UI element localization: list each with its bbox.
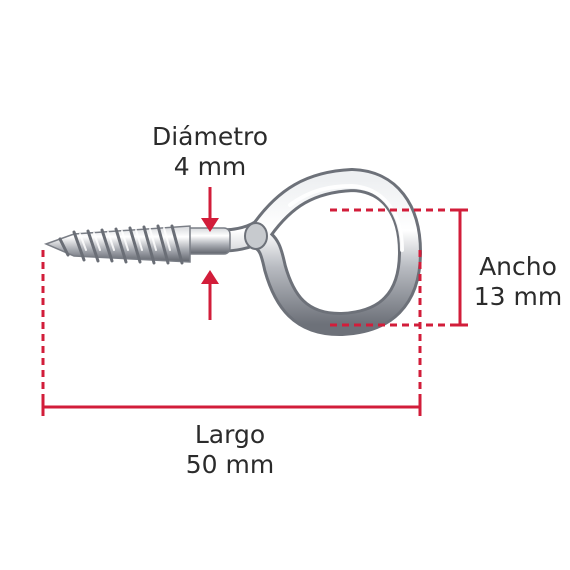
diameter-label-name: Diámetro [151, 122, 269, 151]
length-dimension [41, 250, 422, 416]
width-label: Ancho 13 mm [468, 252, 568, 312]
width-label-name: Ancho [479, 252, 557, 281]
thread [43, 224, 191, 265]
diameter-label-value: 4 mm [173, 152, 247, 181]
diameter-arrow-down [201, 218, 219, 232]
diameter-label: Diámetro 4 mm [120, 122, 300, 182]
length-label-value: 50 mm [185, 450, 275, 479]
diameter-arrow-up [201, 270, 219, 284]
length-label: Largo 50 mm [130, 420, 330, 480]
length-label-name: Largo [194, 420, 266, 449]
eye-loop [203, 171, 419, 334]
width-dimension [330, 208, 468, 327]
screw-eye [43, 168, 422, 336]
width-label-value: 13 mm [473, 282, 563, 311]
eye-loop-highlight [288, 183, 404, 252]
eye-tip [244, 222, 268, 250]
diameter-dimension [201, 187, 219, 320]
eye-loop-outline [200, 168, 422, 336]
